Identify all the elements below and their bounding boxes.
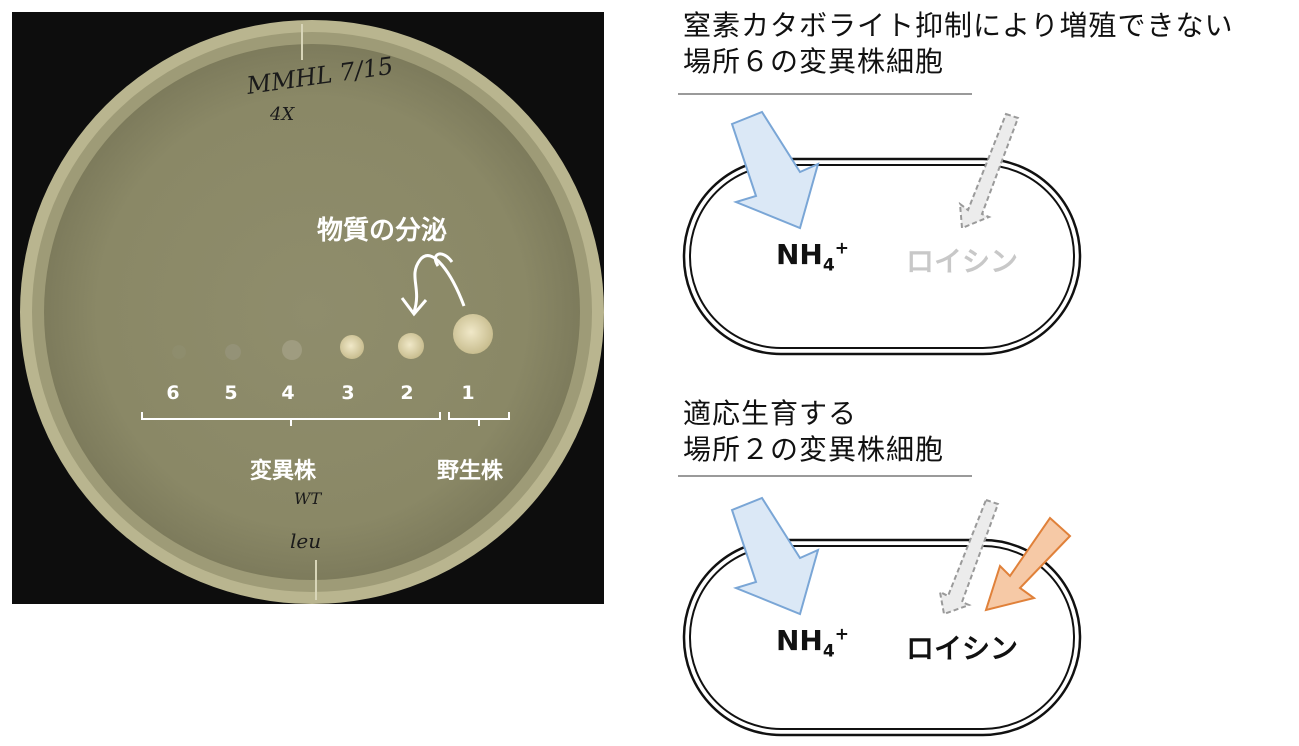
cell-1-heading-line1: 窒素カタボライト抑制により増殖できない bbox=[683, 9, 1234, 42]
wild-strain-label: 野生株 bbox=[437, 459, 504, 484]
strain-number-2: 2 bbox=[400, 382, 414, 404]
wild-bracket bbox=[448, 412, 510, 426]
secretion-arrow bbox=[412, 254, 466, 313]
colony-4 bbox=[282, 340, 302, 360]
cell-2-leucine-uptake-arrow bbox=[984, 516, 1072, 612]
handwriting-leu: leu bbox=[290, 529, 321, 553]
cell-1-heading: 窒素カタボライト抑制により増殖できない 場所６の変異株細胞 bbox=[683, 8, 1233, 80]
cell-2-heading-line1: 適応生育する bbox=[683, 397, 858, 430]
ammonium-charge: + bbox=[834, 238, 849, 259]
cell-2-blocked-leucine-arrow bbox=[938, 498, 1000, 616]
agar-surface bbox=[44, 44, 580, 580]
cell-1-ammonium-label: NH4+ bbox=[776, 238, 849, 276]
strain-number-1: 1 bbox=[461, 382, 475, 404]
colony-5 bbox=[225, 344, 241, 360]
colony-6 bbox=[172, 345, 186, 359]
secretion-label: 物質の分泌 bbox=[317, 216, 448, 246]
petri-dish-photo: MMHL 7/15 4X WT leu 物質の分泌 6 5 4 3 2 1 変異… bbox=[12, 12, 604, 604]
ammonium-subscript: 4 bbox=[822, 255, 835, 276]
handwriting-wt: WT bbox=[294, 489, 322, 508]
cell-2-leucine-label: ロイシン bbox=[906, 632, 1019, 665]
petri-dish-drawing: MMHL 7/15 4X WT leu bbox=[20, 20, 604, 604]
cell-1-ammonium-arrow bbox=[730, 110, 820, 230]
cell-1-heading-line2: 場所６の変異株細胞 bbox=[683, 45, 945, 78]
ammonium-charge: + bbox=[834, 624, 849, 645]
colony-3 bbox=[340, 335, 364, 359]
colony-1 bbox=[453, 314, 493, 354]
colony-2 bbox=[398, 333, 424, 359]
strain-number-3: 3 bbox=[341, 382, 355, 404]
cell-2-heading-line2: 場所２の変異株細胞 bbox=[683, 433, 945, 466]
strain-number-5: 5 bbox=[224, 382, 238, 404]
cell-2-ammonium-label: NH4+ bbox=[776, 624, 849, 662]
mutant-strain-label: 変異株 bbox=[250, 459, 317, 484]
strain-number-4: 4 bbox=[281, 382, 295, 404]
mutant-bracket bbox=[141, 412, 441, 426]
ammonium-subscript: 4 bbox=[822, 641, 835, 662]
cell-1-outer-membrane bbox=[682, 157, 1082, 356]
cell-2-outer-membrane bbox=[682, 538, 1082, 737]
ammonium-formula: NH bbox=[776, 238, 823, 271]
cell-2-heading: 適応生育する 場所２の変異株細胞 bbox=[683, 396, 944, 468]
cell-1-blocked-leucine-arrow bbox=[958, 112, 1020, 230]
cell-2-ammonium-arrow bbox=[730, 496, 820, 616]
cell-1-leucine-label: ロイシン bbox=[906, 245, 1019, 278]
handwriting-dilution: 4X bbox=[269, 104, 295, 125]
strain-number-6: 6 bbox=[166, 382, 180, 404]
ammonium-formula: NH bbox=[776, 624, 823, 657]
